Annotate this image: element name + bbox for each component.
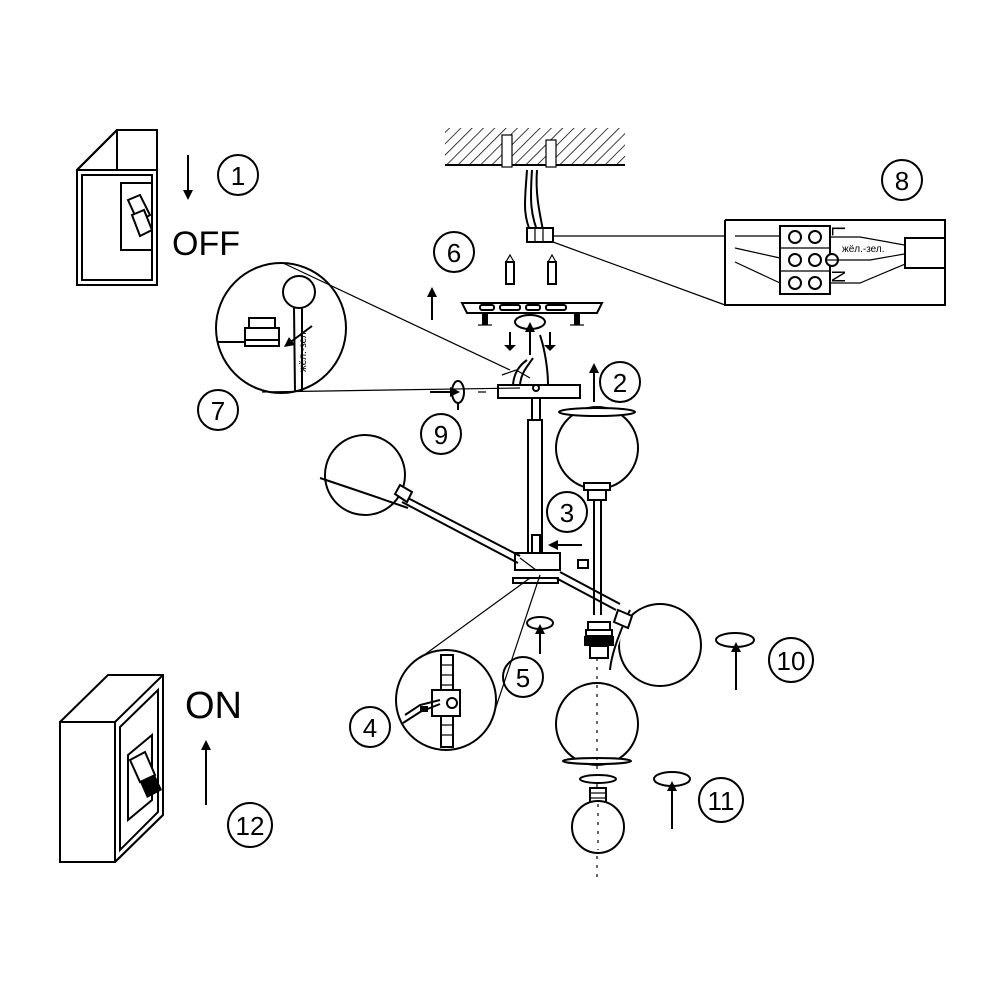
hub (512, 552, 589, 584)
ground-screw (451, 380, 486, 410)
light-bulb (571, 787, 625, 854)
rotate-arrow-11 (653, 771, 691, 829)
mounting-bracket (460, 302, 604, 326)
svg-text:10: 10 (777, 646, 806, 676)
terminal-detail (724, 219, 946, 306)
step-4: 4 (349, 706, 391, 748)
step-1: 1 (217, 154, 259, 196)
svg-text:6: 6 (447, 238, 461, 268)
svg-text:12: 12 (236, 811, 265, 841)
switch-off-box (76, 129, 158, 286)
svg-text:4: 4 (363, 713, 377, 743)
step-10: 10 (768, 637, 814, 683)
step-5: 5 (502, 656, 544, 698)
bracket-screw-right (570, 313, 584, 326)
svg-text:2: 2 (613, 368, 627, 398)
step-12: 12 (227, 802, 273, 848)
ground-detail (215, 262, 521, 394)
step-2: 2 (599, 361, 641, 403)
arm-left (319, 434, 521, 564)
hub-detail (395, 574, 541, 751)
arm-right (555, 571, 702, 687)
socket-bottom (584, 621, 614, 659)
rotate-arrow-10 (715, 632, 755, 690)
step-markers: 1 2 3 4 5 6 7 8 (197, 154, 923, 848)
shade-top-right (555, 406, 639, 615)
shade-ring (579, 774, 617, 784)
terminal-l-label: L (828, 226, 848, 236)
rotate-arrow-6 (514, 314, 546, 355)
step-7: 7 (197, 389, 239, 431)
svg-text:5: 5 (516, 663, 530, 693)
ceiling (445, 128, 625, 168)
svg-text:1: 1 (231, 161, 245, 191)
arrow-ground (284, 325, 313, 347)
on-label: ON (185, 685, 242, 727)
wire-color-label-7: жёл.-зел. (298, 329, 309, 372)
shade-bottom (555, 658, 639, 880)
switch-on-box (59, 674, 164, 863)
step-8: 8 (881, 159, 923, 201)
svg-text:8: 8 (895, 166, 909, 196)
off-label: OFF (172, 225, 240, 263)
mains-wires (523, 169, 726, 306)
svg-text:11: 11 (708, 786, 735, 816)
switch-toggle-off (126, 193, 154, 238)
wire-color-label-8: жёл.-зел. (842, 244, 885, 255)
step-11: 11 (698, 777, 744, 823)
rotate-arrow-5 (526, 616, 554, 654)
svg-text:7: 7 (211, 396, 225, 426)
fixing-screws (504, 332, 556, 351)
terminal-n-label: N (828, 270, 848, 283)
central-rod (527, 397, 543, 556)
step-9: 9 (420, 413, 462, 455)
svg-text:3: 3 (560, 498, 574, 528)
switch-toggle-on (128, 750, 162, 798)
step-6: 6 (433, 231, 475, 273)
svg-text:9: 9 (434, 420, 448, 450)
bracket-screw-left (478, 313, 492, 326)
step-3: 3 (546, 491, 588, 533)
wall-dowels (505, 253, 557, 285)
